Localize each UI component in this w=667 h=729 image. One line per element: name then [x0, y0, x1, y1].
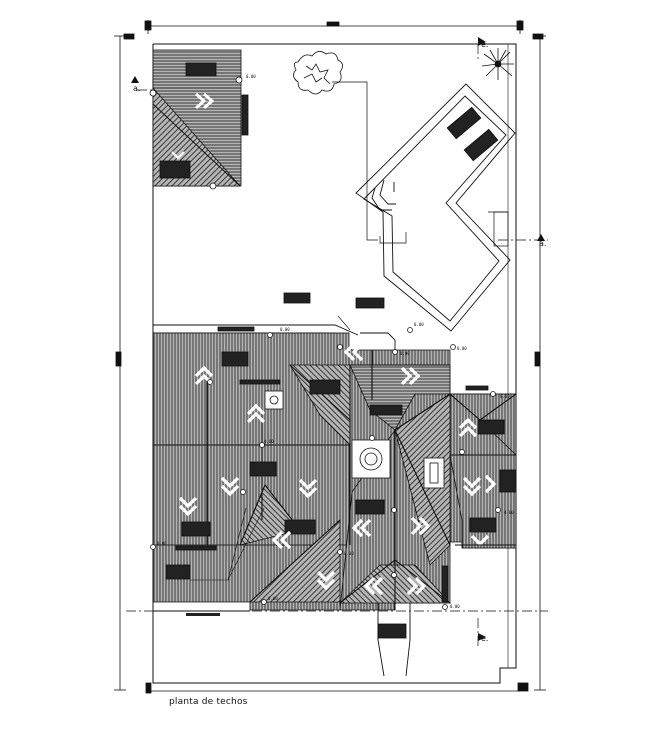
house-outline [153, 324, 516, 677]
section-label-a: a. [133, 84, 140, 93]
guest-house-roof [149, 49, 249, 190]
level-mark: 0.00 [400, 351, 410, 356]
skylight-icon [264, 390, 445, 489]
pool [355, 83, 516, 332]
tree-icon [293, 51, 343, 95]
leader-lines [190, 315, 351, 581]
palm-icon [481, 48, 514, 80]
level-mark: 0.00 [457, 346, 467, 351]
level-marks: 0.00 0.00 0.00 0.00 0.00 0.00 0.00 0.00 … [157, 74, 514, 609]
drawing-caption: planta de techos [169, 697, 248, 707]
property-boundary [152, 43, 517, 684]
level-mark: 0.00 [280, 327, 290, 332]
level-mark: 0.00 [450, 604, 460, 609]
main-house-roof [150, 292, 517, 639]
level-mark: 0.00 [504, 510, 514, 515]
level-mark: 0.00 [157, 541, 167, 546]
level-mark: 0.00 [264, 439, 274, 444]
section-label-e: e. [481, 40, 488, 49]
section-label-a-right: a. [539, 239, 546, 248]
section-label-e-bottom: e. [481, 634, 488, 643]
level-mark: 0.00 [500, 394, 510, 399]
level-label-block [186, 613, 220, 616]
level-mark: 0.00 [414, 322, 424, 327]
section-marker-icon [131, 37, 545, 641]
dimension-lines [114, 20, 546, 694]
level-mark: 0.00 [344, 551, 354, 556]
garden-lines [332, 81, 509, 247]
level-mark: 0.00 [268, 596, 278, 601]
level-mark: 0.00 [246, 74, 256, 79]
